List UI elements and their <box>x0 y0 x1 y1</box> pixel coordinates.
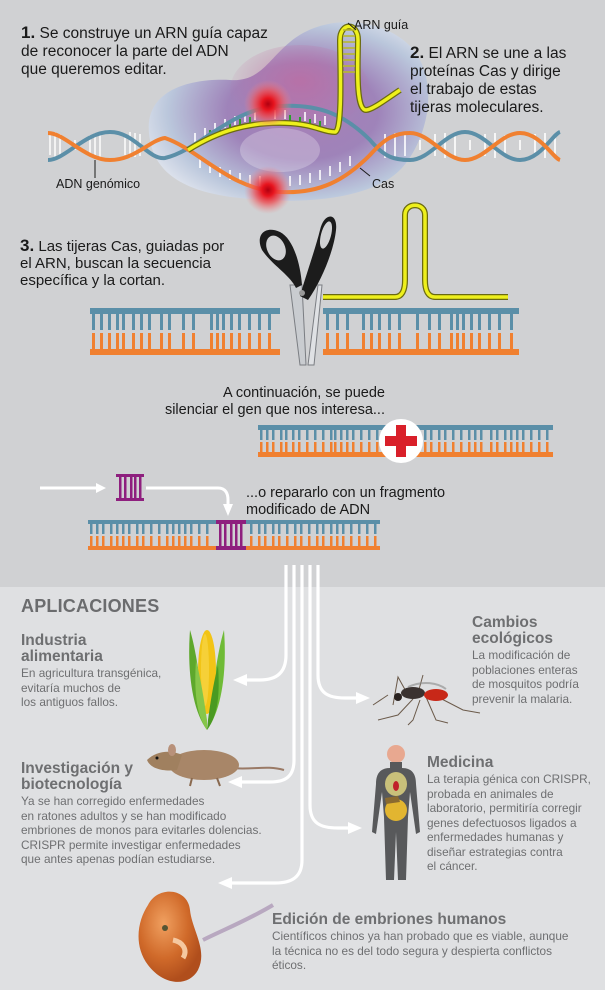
step-3-text: 3. Las tijeras Cas, guiadas por el ARN, … <box>20 236 225 289</box>
silence-gene-text: A continuación, se puede silenciar el ge… <box>164 385 385 418</box>
application-ecological-changes: Cambios ecológicos La modificación de po… <box>472 614 579 706</box>
dna-fragment-icon <box>116 474 144 501</box>
repaired-dna-illustration <box>40 474 380 550</box>
mouse-icon <box>147 744 285 787</box>
embryo-icon <box>138 891 275 982</box>
human-body-icon <box>372 745 420 880</box>
step-1-text: 1. Se construye un ARN guía capaz de rec… <box>21 23 268 79</box>
corn-icon <box>189 630 225 730</box>
applications-flow-arrows <box>218 565 370 889</box>
application-research-biotech: Investigación y biotecnología Ya se han … <box>21 760 262 867</box>
cut-dna-illustration <box>90 202 519 366</box>
application-human-embryo-editing: Edición de embriones humanos Científicos… <box>272 911 569 973</box>
adn-genomico-label: ADN genómico <box>56 177 141 191</box>
scissors-icon <box>259 216 337 366</box>
red-cross-icon <box>379 419 423 463</box>
cas-label: Cas <box>372 177 395 191</box>
silenced-dna-illustration <box>258 419 553 463</box>
applications-title: APLICACIONES <box>21 596 160 616</box>
arn-guia-label: ARN guía <box>354 18 409 32</box>
cas-protein-complex-illustration <box>47 22 562 214</box>
repair-gene-text: ...o repararlo con un fragmento modifica… <box>246 485 446 518</box>
application-food-industry: Industria alimentaria En agricultura tra… <box>21 632 162 710</box>
mosquito-icon <box>372 674 481 726</box>
application-medicine: Medicina La terapia génica con CRISPR, p… <box>427 754 591 874</box>
step-2-text: 2. El ARN se une a las proteínas Cas y d… <box>410 43 567 117</box>
